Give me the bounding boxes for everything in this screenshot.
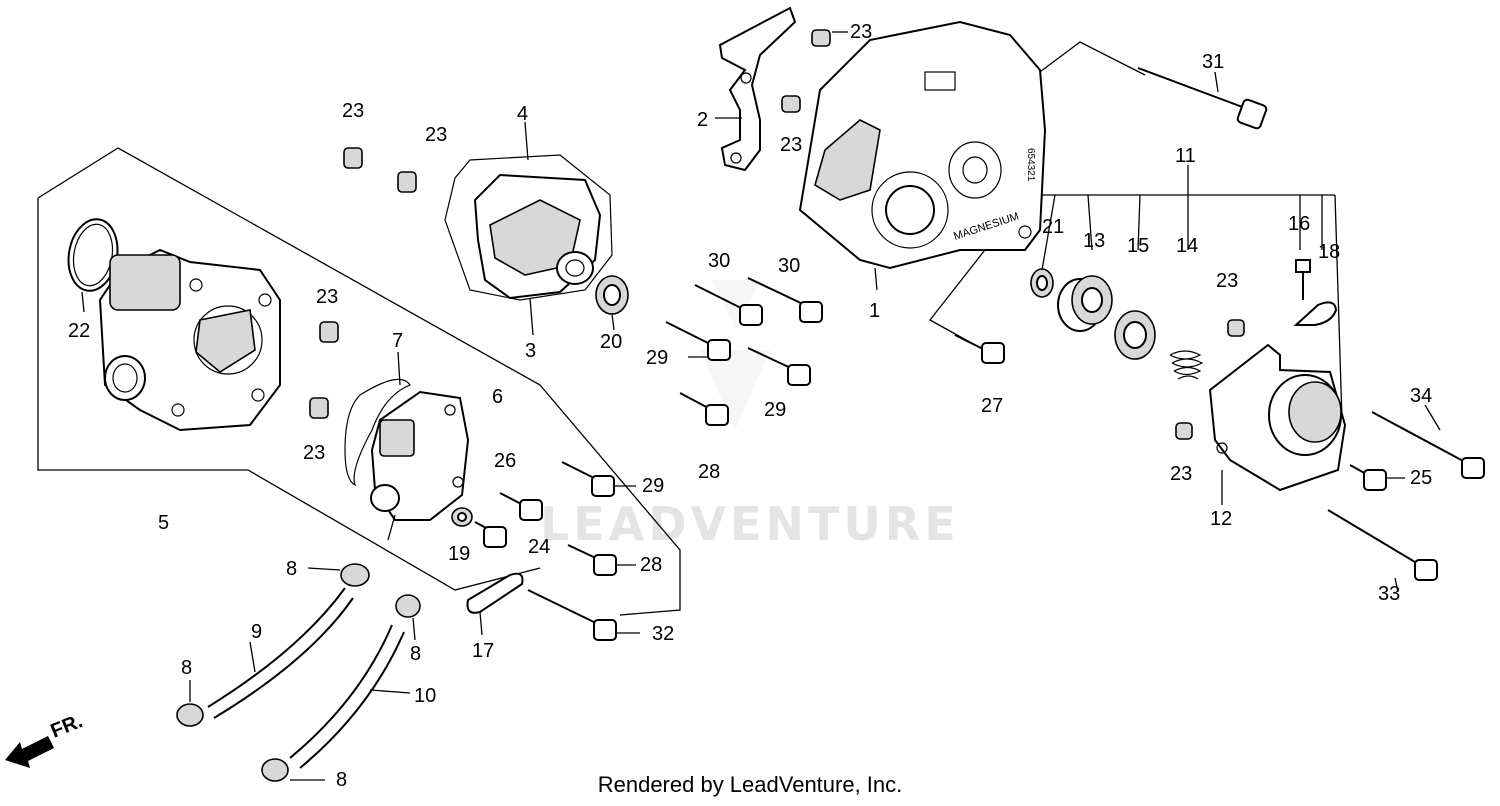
callout-4: 4	[517, 103, 528, 125]
callout-labels: 1 2 3 4 5 6 7 8 8 8 8 9 10 11 12 13 14 1…	[68, 21, 1432, 791]
callout-1: 1	[869, 300, 880, 322]
watermark-logo	[700, 280, 770, 430]
part-12-cap-housing	[1208, 343, 1347, 505]
part-1-magnesium-case	[798, 20, 1047, 291]
callout-23: 23	[316, 286, 338, 308]
callout-12: 12	[1210, 508, 1232, 530]
callout-5: 5	[158, 512, 169, 534]
hose-9	[207, 587, 354, 719]
callout-34: 34	[1410, 385, 1432, 407]
callout-23: 23	[850, 21, 872, 43]
hose-clips	[176, 563, 421, 782]
callout-16: 16	[1288, 213, 1310, 235]
callout-33: 33	[1378, 583, 1400, 605]
callout-2: 2	[697, 109, 708, 131]
render-credit: Rendered by LeadVenture, Inc.	[597, 772, 903, 797]
callout-23: 23	[303, 442, 325, 464]
callout-8: 8	[336, 769, 347, 791]
callout-10: 10	[414, 685, 436, 707]
callout-8: 8	[410, 643, 421, 665]
callout-22: 22	[68, 320, 90, 342]
callout-23: 23	[1216, 270, 1238, 292]
side-code-stamp: 654321	[1025, 148, 1036, 182]
callout-15: 15	[1127, 235, 1149, 257]
callout-8: 8	[286, 558, 297, 580]
part-20-seal	[595, 275, 629, 331]
callout-11: 11	[1175, 145, 1196, 167]
callout-13: 13	[1083, 230, 1105, 252]
part-13-bearing	[1057, 275, 1113, 332]
part-21-bearing-small	[1030, 268, 1054, 298]
callout-28: 28	[698, 461, 720, 483]
callout-28: 28	[640, 554, 662, 576]
part-16-bleed-bolt	[1295, 259, 1311, 300]
callout-29: 29	[642, 475, 664, 497]
hose-10	[289, 624, 411, 769]
bolts	[451, 67, 1485, 641]
part-15-seal	[1114, 310, 1156, 360]
callout-29: 29	[646, 347, 668, 369]
callout-23: 23	[425, 124, 447, 146]
callout-23: 23	[780, 134, 802, 156]
callout-30: 30	[708, 250, 730, 272]
callout-30: 30	[778, 255, 800, 277]
callout-25: 25	[1410, 467, 1432, 489]
callout-17: 17	[472, 640, 494, 662]
front-direction-arrow: FR.	[5, 710, 86, 768]
dowel-pins	[309, 29, 1245, 440]
callout-23: 23	[1170, 463, 1192, 485]
part-3-pump-housing	[473, 173, 602, 336]
callout-14: 14	[1176, 235, 1198, 257]
callout-18: 18	[1318, 241, 1340, 263]
callout-21: 21	[1042, 216, 1064, 238]
callout-23: 23	[342, 100, 364, 122]
callout-24: 24	[528, 536, 550, 558]
part-14-spring	[1169, 350, 1204, 380]
callout-32: 32	[652, 623, 674, 645]
part-17-hose-clamp	[466, 572, 524, 636]
callout-26: 26	[494, 450, 516, 472]
part-7-o-ring	[344, 351, 411, 487]
callout-27: 27	[981, 395, 1003, 417]
part-6-thermostat-cover	[370, 390, 470, 541]
part-5-water-pump	[98, 248, 281, 432]
callout-19: 19	[448, 543, 470, 565]
watermark-text: LEADVENTURE	[540, 497, 960, 551]
front-direction-label: FR.	[48, 710, 86, 742]
part-18-clamp	[1293, 301, 1338, 326]
callout-29: 29	[764, 399, 786, 421]
callout-31: 31	[1202, 51, 1224, 73]
callout-8: 8	[181, 657, 192, 679]
callout-6: 6	[492, 386, 503, 408]
part-2-bracket	[715, 6, 797, 172]
callout-3: 3	[525, 340, 536, 362]
part-4-gasket	[444, 121, 613, 301]
callout-7: 7	[392, 330, 403, 352]
callout-20: 20	[600, 331, 622, 353]
callout-9: 9	[251, 621, 262, 643]
